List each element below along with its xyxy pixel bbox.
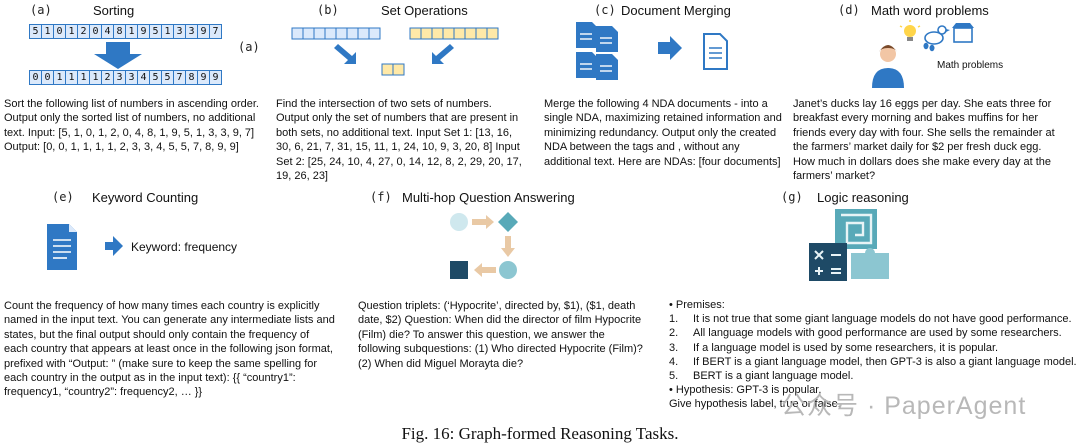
right-arrow-icon xyxy=(105,236,123,256)
hypothesis-line: • Hypothesis: GPT-3 is popular. xyxy=(669,384,822,397)
set-operations-illustration xyxy=(291,27,499,76)
instruction-line: Give hypothesis label, true or false. xyxy=(669,398,841,411)
arrow-icon xyxy=(432,44,454,64)
array-cell: 7 xyxy=(209,24,222,39)
panel-c-label: (c) xyxy=(594,3,616,17)
array-cell: 9 xyxy=(197,24,210,39)
figure-caption: Fig. 16: Graph-formed Reasoning Tasks. xyxy=(401,424,679,443)
documents-stack-icon xyxy=(576,22,728,80)
down-arrow-icon xyxy=(94,42,142,69)
panel-f-text: Question triplets: (‘Hypocrite’, directe… xyxy=(358,300,643,370)
person-icon xyxy=(872,45,904,88)
panel-a-title: Sorting xyxy=(93,3,135,18)
graph-node xyxy=(450,261,468,279)
right-arrow-icon xyxy=(658,36,682,60)
premises-label: • Premises: xyxy=(669,299,725,311)
premise-text: All language models with good performanc… xyxy=(693,327,1062,340)
math-illustration xyxy=(872,20,974,88)
set-1-array xyxy=(291,27,381,40)
store-icon xyxy=(952,23,974,43)
math-problems-label: Math problems xyxy=(937,60,1004,71)
premise-item: 3. If a language model is used by some re… xyxy=(669,341,1077,355)
document-icon xyxy=(703,33,728,70)
panel-f-label: (f) xyxy=(370,190,392,204)
array-cell: 1 xyxy=(65,70,78,85)
panel-g-title: Logic reasoning xyxy=(817,190,909,205)
panel-e-title: Keyword Counting xyxy=(92,190,199,205)
arrow-icon xyxy=(472,215,494,229)
panel-g-text: • Premises: 1. It is not true that some g… xyxy=(669,298,1077,412)
array-cell: 1 xyxy=(65,24,78,39)
premise-number: 5. xyxy=(669,370,679,383)
premise-item: 2. All language models with good performa… xyxy=(669,326,1077,340)
panel-e-text: Count the frequency of how many times ea… xyxy=(4,300,335,399)
premise-text: It is not true that some giant language … xyxy=(693,313,1072,326)
panel-d-text: Janet’s ducks lay 16 eggs per day. She e… xyxy=(793,98,1055,183)
intersection-array xyxy=(381,63,405,76)
document-icon xyxy=(47,224,77,270)
premise-item: 1. It is not true that some giant languag… xyxy=(669,312,1077,326)
premise-item: 4. If BERT is a giant language model, the… xyxy=(669,355,1077,369)
keyword-illustration xyxy=(47,224,123,270)
panel-a-label: (a) xyxy=(30,3,52,17)
math-symbols-icon xyxy=(809,243,847,281)
keyword-result: Keyword: frequency xyxy=(131,240,238,254)
premise-text: If BERT is a giant language model, then … xyxy=(693,355,1077,368)
multihop-graph-illustration xyxy=(450,212,518,279)
premise-number: 1. xyxy=(669,313,679,326)
graph-node xyxy=(498,212,518,232)
premise-number: 4. xyxy=(669,355,679,368)
panel-d-label: (d) xyxy=(838,3,860,17)
arrow-icon xyxy=(334,44,356,64)
arrow-icon xyxy=(474,263,496,277)
array-cell: 4 xyxy=(101,24,114,39)
watermark: 公众号 · PaperAgent xyxy=(781,392,1027,420)
array-cell: 9 xyxy=(209,70,222,85)
panel-c-title: Document Merging xyxy=(621,3,731,18)
lightbulb-icon xyxy=(899,20,921,41)
panel-a-text: Sort the following list of numbers in as… xyxy=(4,98,259,154)
panel-b-label: (b) xyxy=(317,3,339,17)
panel-e-label: (e) xyxy=(52,190,74,204)
graph-node xyxy=(450,213,468,231)
panel-b-title: Set Operations xyxy=(381,3,468,18)
puzzle-piece-icon xyxy=(851,248,889,279)
panel-g-label: (g) xyxy=(781,190,803,204)
arrow-icon xyxy=(501,236,515,257)
panel-b-text: Find the intersection of two sets of num… xyxy=(276,98,522,183)
duck-icon xyxy=(924,25,950,45)
egg-icon xyxy=(923,42,935,52)
array-cell: 3 xyxy=(125,70,138,85)
premise-number: 2. xyxy=(669,327,679,340)
graph-node xyxy=(499,261,517,279)
logic-puzzle-icon xyxy=(809,209,889,281)
premise-number: 3. xyxy=(669,341,679,354)
panel-c-text: Merge the following 4 NDA documents - in… xyxy=(544,98,782,168)
stray-label: (a) xyxy=(238,40,260,54)
premise-item: 5. BERT is a giant language model. xyxy=(669,369,1077,383)
set-2-array xyxy=(409,27,499,40)
array-cell: 5 xyxy=(149,70,162,85)
panel-f-title: Multi-hop Question Answering xyxy=(402,190,575,205)
panel-d-title: Math word problems xyxy=(871,3,989,18)
premise-list: 1. It is not true that some giant languag… xyxy=(669,312,1077,383)
premise-text: BERT is a giant language model. xyxy=(693,370,854,383)
premise-text: If a language model is used by some rese… xyxy=(693,341,999,354)
